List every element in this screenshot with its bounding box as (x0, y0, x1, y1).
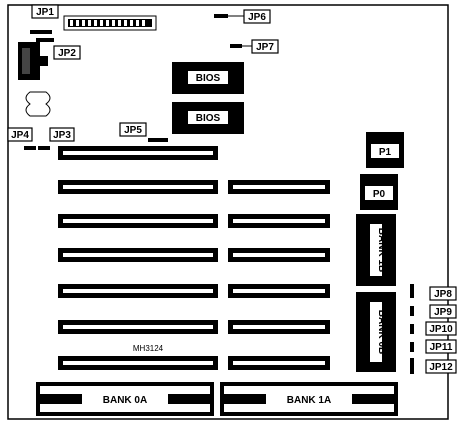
jp6-pins (214, 14, 228, 18)
jp9: JP9 (410, 304, 457, 319)
model-label: MH3124 (133, 344, 164, 353)
jp10: JP10 (410, 321, 457, 336)
jp1-label: JP1 (36, 7, 54, 18)
slot-long-2 (58, 180, 218, 194)
jp1: JP1 (30, 4, 59, 34)
slot-short-4 (228, 284, 330, 298)
jp3-label: JP3 (53, 130, 71, 141)
connector-p0: P0 (360, 174, 398, 210)
jp9-label: JP9 (434, 307, 452, 318)
jp3: JP3 (38, 127, 75, 150)
jp5-label: JP5 (124, 125, 142, 136)
slot-long-1 (58, 146, 218, 160)
slot-long-4 (58, 248, 218, 262)
jp7-pins (230, 44, 242, 48)
jp12-label: JP12 (429, 362, 453, 373)
jp1-pins (30, 30, 52, 34)
bank-0a: BANK 0A (36, 382, 214, 416)
bank-1b: BANK 1B (356, 214, 396, 286)
jp5-pins (148, 138, 168, 142)
bios-chip-2-label: BIOS (196, 113, 221, 124)
slot-short-1 (228, 180, 330, 194)
slot-short-2 (228, 214, 330, 228)
jp10-label: JP10 (429, 324, 453, 335)
jp7-label: JP7 (256, 42, 274, 53)
jp4: JP4 (7, 127, 36, 150)
jp6-label: JP6 (248, 12, 266, 23)
jp7: JP7 (230, 39, 279, 54)
jp3-pins (38, 146, 50, 150)
jp2-pins (36, 38, 54, 42)
bank-1a: BANK 1A (220, 382, 398, 416)
bank-0b-label: BANK 0B (376, 310, 387, 354)
jp11-label: JP11 (430, 342, 453, 353)
bank-0b: BANK 0B (356, 292, 396, 372)
p1-label: P1 (379, 147, 392, 158)
slot-short-3 (228, 248, 330, 262)
board-outline (7, 4, 449, 420)
jp11: JP11 (410, 339, 457, 354)
bank-1b-label: BANK 1B (376, 228, 387, 272)
connector-p1: P1 (366, 132, 404, 168)
bios-chip-1: BIOS (172, 62, 244, 94)
bank-1a-label: BANK 1A (287, 395, 331, 406)
bios-chip-1-label: BIOS (196, 73, 221, 84)
slot-long-3 (58, 214, 218, 228)
bios-chip-2: BIOS (172, 102, 244, 134)
jp5: JP5 (119, 122, 168, 142)
jp2-label: JP2 (58, 48, 76, 59)
slot-long-6 (58, 320, 218, 334)
top-header-strip (63, 15, 157, 31)
slot-long-7 (58, 356, 218, 370)
jp8: JP8 (410, 284, 457, 301)
jp2: JP2 (36, 38, 81, 60)
jp4-label: JP4 (11, 130, 29, 141)
p0-label: P0 (373, 189, 386, 200)
power-connector (18, 42, 48, 80)
battery-icon (25, 91, 51, 117)
slot-short-5 (228, 320, 330, 334)
expansion-slots (58, 146, 330, 370)
slot-long-5 (58, 284, 218, 298)
jp4-pins (24, 146, 36, 150)
jp12: JP12 (410, 358, 457, 374)
slot-short-6 (228, 356, 330, 370)
jp8-label: JP8 (434, 289, 452, 300)
jp6: JP6 (214, 9, 271, 24)
bank-0a-label: BANK 0A (103, 395, 147, 406)
